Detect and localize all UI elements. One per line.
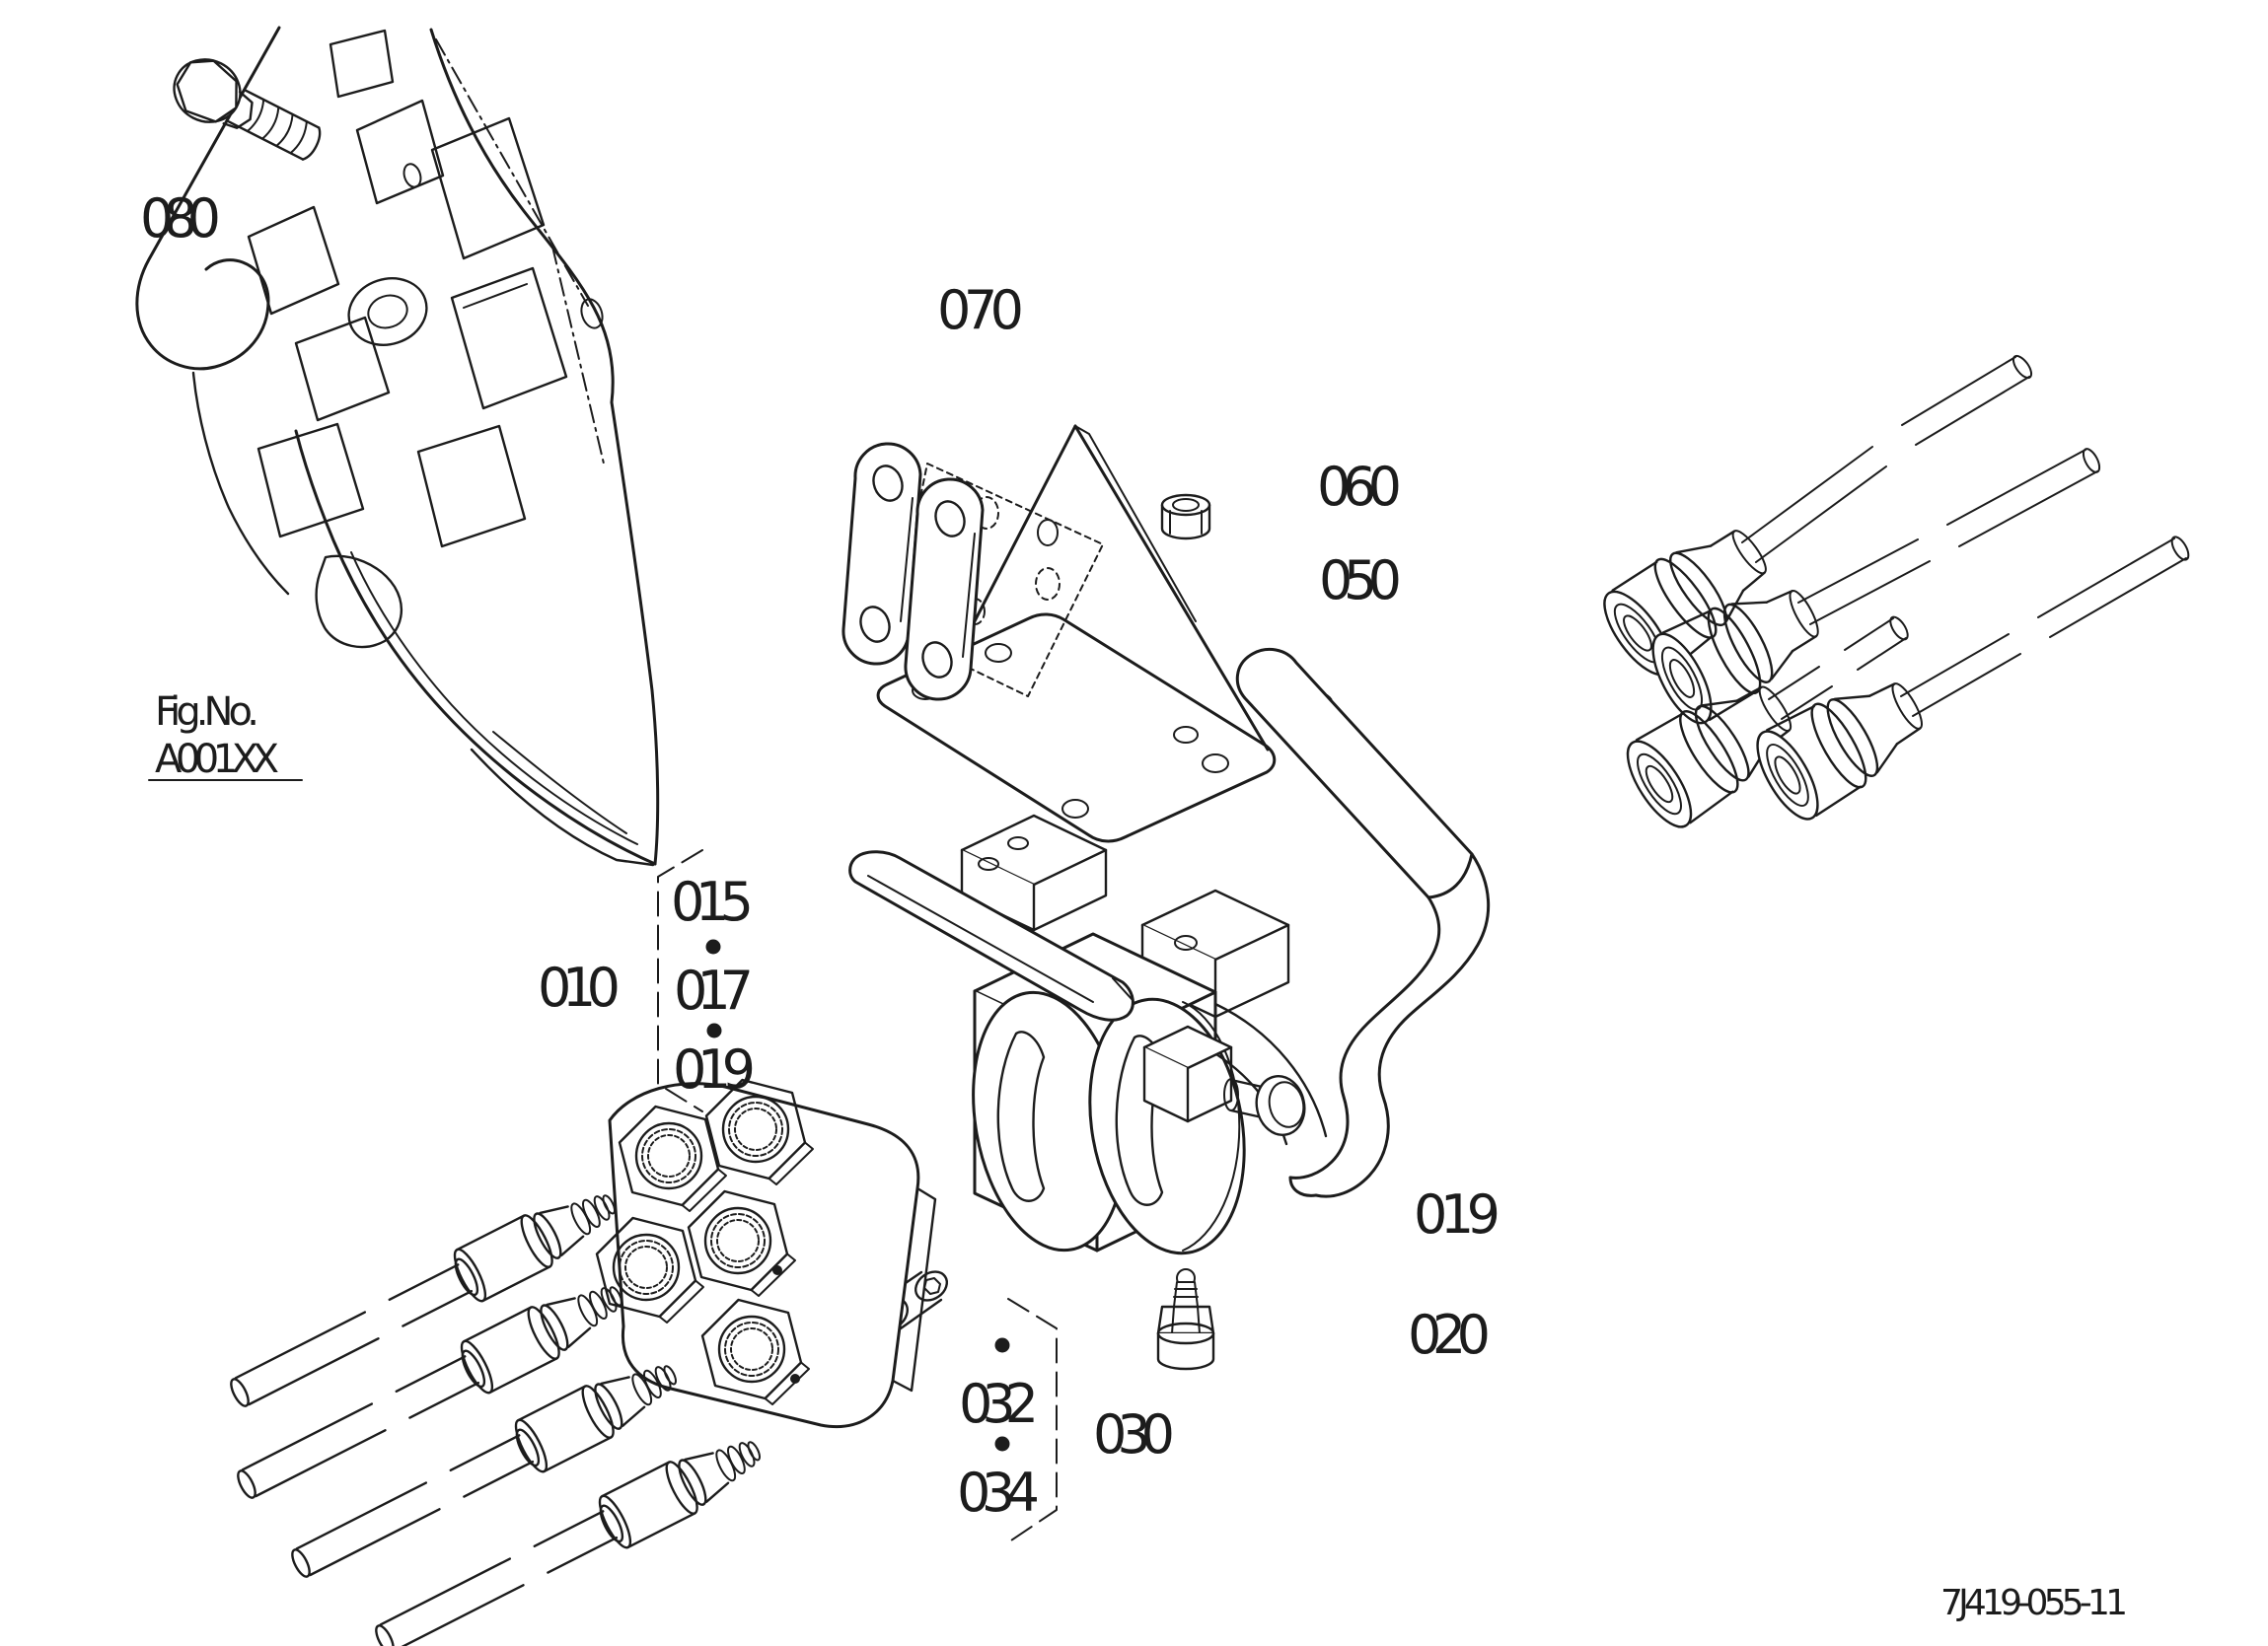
part-label-019-group: 019 [673,1038,755,1101]
plug-020-drawing [1156,1268,1215,1371]
group-bracket-010 [657,849,703,1112]
part-label-080: 080 [140,187,220,250]
manifold-030-drawing [595,1078,937,1428]
frame-a001xx-drawing [135,26,660,867]
link-plates-070-drawing [841,442,985,701]
pin-019-drawing [1142,1025,1306,1136]
bullet-019 [706,1023,722,1038]
fig-ref-prefix: Fig.No. [155,689,259,735]
coupler-hose-a [1741,354,2033,563]
bolt-080-drawing [173,58,322,161]
group-bracket-030 [1007,1298,1058,1543]
bullet-017 [705,939,721,955]
part-label-020: 020 [1408,1304,1490,1366]
coupler-hose-c [1768,615,1909,720]
coupler-hose-d [1900,536,2190,717]
part-label-015: 015 [671,871,753,933]
part-label-060: 060 [1317,456,1401,518]
fig-ref-code: A001XX [155,737,279,782]
part-label-034: 034 [957,1462,1039,1524]
part-label-019: 019 [1414,1183,1500,1246]
part-label-050: 050 [1319,549,1401,611]
lever-015-shape [848,850,1134,1022]
bracket-050-drawing [876,424,1277,843]
handle-rod-drawing [1200,647,1491,1198]
part-label-010: 010 [538,957,620,1019]
leader-lines [148,779,1058,1543]
valve-assembly-010-drawing [848,647,1491,1371]
nut-060-drawing [1160,493,1211,540]
drawing-number: 7J419-055-11 [1940,1583,2128,1623]
couplers-right-drawing [1584,354,2190,842]
coupler-hose-b [1797,448,2101,625]
part-label-017: 017 [674,960,753,1022]
bullet-034 [994,1436,1010,1452]
bullet-032 [994,1337,1010,1353]
part-label-030: 030 [1093,1403,1174,1466]
part-labels: 080 070 060 050 015 010 017 019 019 020 … [140,187,2128,1623]
part-label-032: 032 [959,1373,1038,1435]
part-label-070: 070 [937,279,1023,341]
